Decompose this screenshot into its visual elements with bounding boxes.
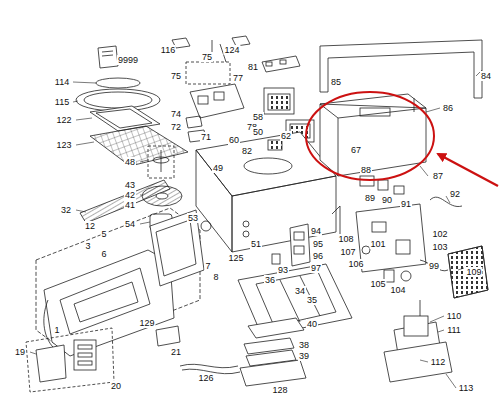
callout-number: 101 [369, 239, 386, 249]
callout-number: 99 [428, 261, 440, 271]
callout-number: 87 [432, 171, 444, 181]
callout-number: 6 [100, 249, 107, 259]
callout-number: 35 [306, 295, 318, 305]
callout-number: 77 [232, 73, 244, 83]
callout-number: 92 [449, 189, 461, 199]
callout-number: 51 [250, 239, 262, 249]
callout-number: 124 [223, 45, 240, 55]
callout-number: 105 [369, 279, 386, 289]
callout-number: 36 [264, 275, 276, 285]
callout-number: 9999 [117, 55, 139, 65]
callout-number: 104 [389, 285, 406, 295]
callout-number: 91 [400, 199, 412, 209]
callout-number: 75 [201, 52, 213, 62]
callout-number: 84 [480, 71, 492, 81]
callout-number: 113 [458, 383, 474, 393]
callout-number: 5 [100, 229, 107, 239]
callout-number: 86 [442, 103, 454, 113]
callout-number: 123 [55, 140, 72, 150]
callout-number: 122 [55, 115, 72, 125]
callout-number: 53 [187, 213, 199, 223]
callout-number: 75 [170, 71, 182, 81]
callout-number: 108 [337, 234, 354, 244]
callout-number: 20 [110, 381, 122, 391]
callout-number: 93 [277, 265, 289, 275]
callout-number: 74 [170, 109, 182, 119]
callout-number: 109 [465, 267, 482, 277]
callout-number: 103 [431, 242, 448, 252]
callout-number: 54 [124, 219, 136, 229]
callout-number: 21 [170, 347, 182, 357]
callout-number: 12 [84, 221, 96, 231]
callout-number: 95 [312, 239, 324, 249]
callout-number: 112 [430, 357, 446, 367]
callout-number: 125 [227, 253, 244, 263]
callout-number: 41 [124, 200, 136, 210]
callout-number: 7 [204, 261, 211, 271]
callout-number: 96 [312, 251, 324, 261]
callout-number: 38 [298, 340, 310, 350]
callout-number: 40 [306, 319, 318, 329]
callout-number: 39 [298, 351, 310, 361]
callout-number: 71 [200, 132, 212, 142]
callout-number: 50 [252, 127, 264, 137]
callout-number: 60 [228, 135, 240, 145]
callout-number: 107 [339, 247, 356, 257]
callout-number: 116 [160, 45, 176, 55]
callout-number: 62 [280, 131, 292, 141]
callout-number: 128 [271, 385, 288, 395]
callout-number: 126 [197, 373, 214, 383]
callout-number: 3 [84, 241, 91, 251]
callout-number: 114 [54, 77, 70, 87]
callout-number: 111 [446, 325, 462, 335]
callout-number: 129 [138, 318, 155, 328]
callout-number: 72 [170, 122, 182, 132]
callout-number: 97 [310, 263, 322, 273]
callout-number: 48 [124, 157, 136, 167]
callout-number: 43 [124, 180, 136, 190]
callout-number: 67 [350, 145, 362, 155]
callout-number: 106 [347, 259, 364, 269]
callout-number: 1 [53, 325, 60, 335]
callout-number: 102 [431, 229, 448, 239]
callout-number: 58 [252, 112, 264, 122]
callout-number: 19 [14, 347, 26, 357]
callout-number: 8 [212, 272, 219, 282]
callout-number: 94 [310, 226, 322, 236]
callout-number: 110 [446, 311, 462, 321]
callout-number: 49 [212, 163, 224, 173]
callout-number: 88 [360, 165, 372, 175]
callout-number: 115 [54, 97, 70, 107]
callout-number: 89 [364, 193, 376, 203]
callout-number: 81 [247, 62, 259, 72]
callout-number: 32 [60, 205, 72, 215]
callout-number: 90 [381, 195, 393, 205]
callout-number: 82 [241, 146, 253, 156]
callout-number: 34 [294, 286, 306, 296]
callout-number: 42 [124, 190, 136, 200]
callout-number: 85 [330, 77, 342, 87]
